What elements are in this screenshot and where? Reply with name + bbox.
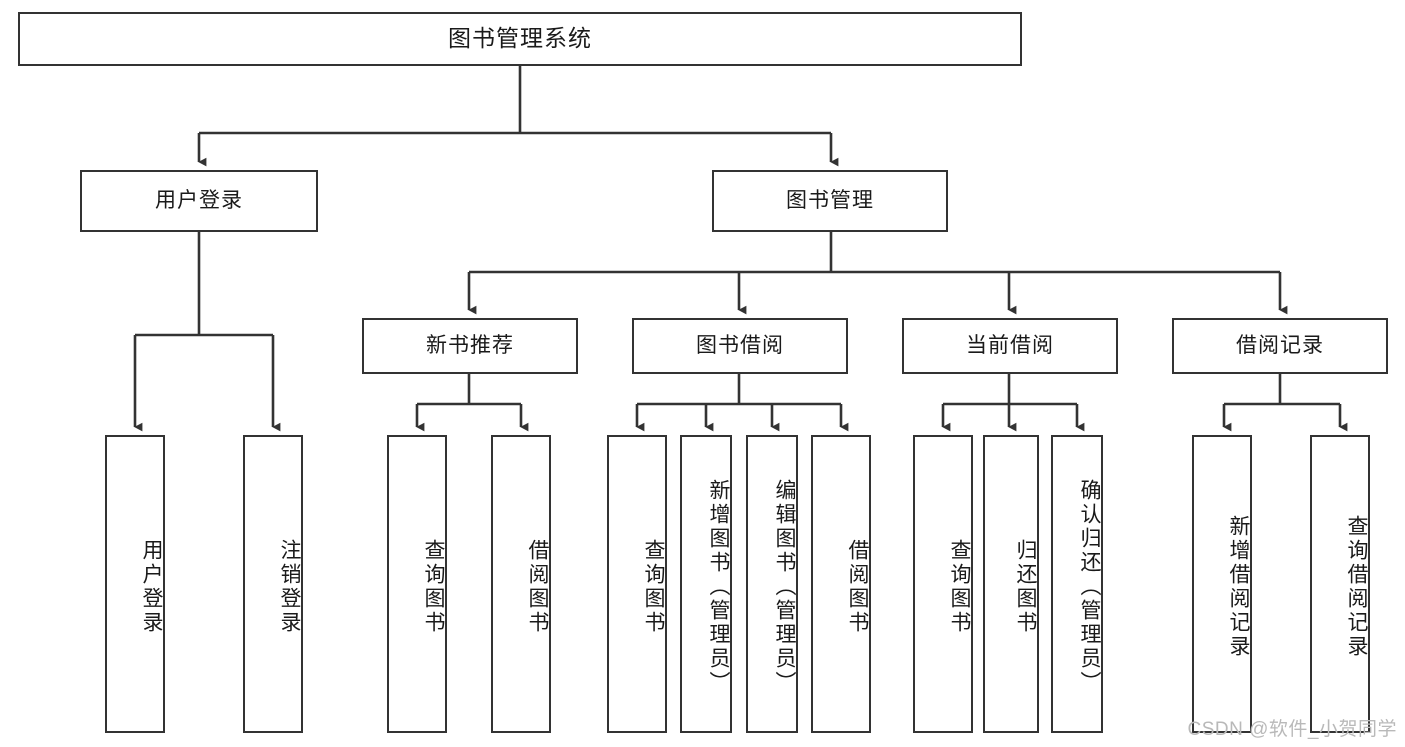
node-label: 用户登录 <box>155 188 243 212</box>
leaf-query-books-recommend[interactable]: 查询图书 <box>387 435 447 733</box>
node-label: 当前借阅 <box>966 333 1054 357</box>
leaf-borrow-books-recommend[interactable]: 借阅图书 <box>491 435 551 733</box>
node-label: 归还图书 <box>1014 539 1037 635</box>
leaf-user-login[interactable]: 用户登录 <box>105 435 165 733</box>
leaf-return-books[interactable]: 归还图书 <box>983 435 1039 733</box>
leaf-add-borrow-record[interactable]: 新增借阅记录 <box>1192 435 1252 733</box>
leaf-query-borrow-record[interactable]: 查询借阅记录 <box>1310 435 1370 733</box>
node-root-book-management-system[interactable]: 图书管理系统 <box>18 12 1022 66</box>
node-label: 图书管理 <box>786 188 874 212</box>
node-label: 查询借阅记录 <box>1345 515 1368 659</box>
leaf-logout[interactable]: 注销登录 <box>243 435 303 733</box>
node-book-management[interactable]: 图书管理 <box>712 170 948 232</box>
node-label: 新增图书（管理员） <box>707 479 730 695</box>
node-label: 图书管理系统 <box>448 25 592 52</box>
node-current-borrowing[interactable]: 当前借阅 <box>902 318 1118 374</box>
node-label: 查询图书 <box>422 539 445 635</box>
node-label: 编辑图书（管理员） <box>773 479 796 695</box>
node-label: 图书借阅 <box>696 333 784 357</box>
node-label: 确认归还（管理员） <box>1078 479 1101 695</box>
leaf-query-books-borrow[interactable]: 查询图书 <box>607 435 667 733</box>
node-user-login[interactable]: 用户登录 <box>80 170 318 232</box>
leaf-confirm-return-admin[interactable]: 确认归还（管理员） <box>1051 435 1103 733</box>
node-label: 注销登录 <box>278 539 301 635</box>
node-label: 新增借阅记录 <box>1227 515 1250 659</box>
node-borrow-records[interactable]: 借阅记录 <box>1172 318 1388 374</box>
node-book-borrowing[interactable]: 图书借阅 <box>632 318 848 374</box>
csdn-watermark: CSDN @软件_小贺同学 <box>1187 719 1397 740</box>
node-label: 借阅图书 <box>846 539 869 635</box>
leaf-edit-book-admin[interactable]: 编辑图书（管理员） <box>746 435 798 733</box>
node-label: 借阅图书 <box>526 539 549 635</box>
node-new-book-recommendation[interactable]: 新书推荐 <box>362 318 578 374</box>
node-label: 查询图书 <box>642 539 665 635</box>
node-label: 新书推荐 <box>426 333 514 357</box>
node-label: 借阅记录 <box>1236 333 1324 357</box>
leaf-query-books-current[interactable]: 查询图书 <box>913 435 973 733</box>
leaf-add-book-admin[interactable]: 新增图书（管理员） <box>680 435 732 733</box>
leaf-borrow-books[interactable]: 借阅图书 <box>811 435 871 733</box>
node-label: 用户登录 <box>140 539 163 635</box>
node-label: 查询图书 <box>948 539 971 635</box>
